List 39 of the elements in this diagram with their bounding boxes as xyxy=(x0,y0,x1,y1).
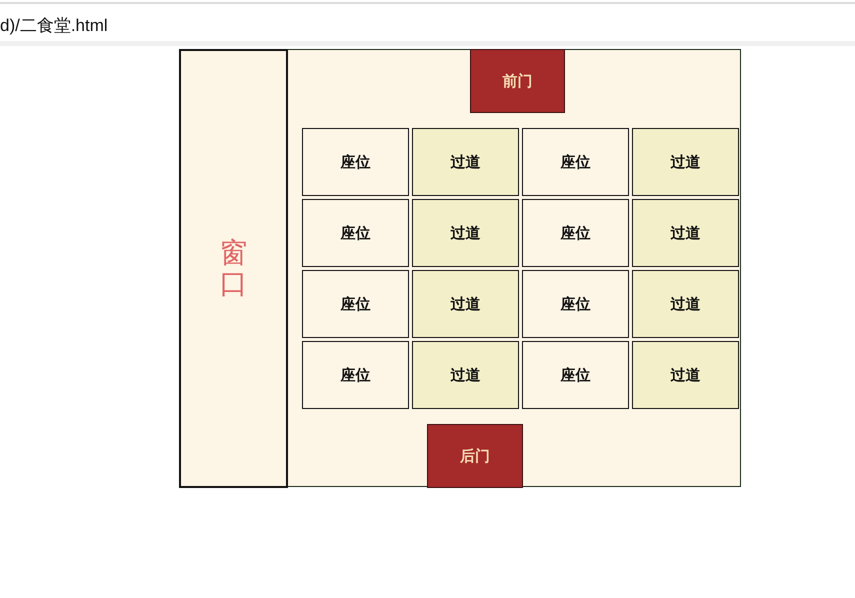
window-label: 窗口 xyxy=(220,238,248,300)
seat-label: 座位 xyxy=(560,154,590,170)
seat-label: 座位 xyxy=(340,224,370,242)
seat-cell xyxy=(522,199,629,267)
door-label: 前门 xyxy=(502,72,532,90)
service-window xyxy=(179,49,288,488)
aisle-label: 过道 xyxy=(450,224,480,242)
seat-cell xyxy=(302,128,409,196)
door-label: 后门 xyxy=(460,448,490,464)
aisle-label: 过道 xyxy=(450,366,480,384)
seat-label: 座位 xyxy=(560,366,590,384)
aisle-cell xyxy=(412,128,519,196)
address-text: d)/二食堂.html xyxy=(0,15,108,37)
seat-label: 座位 xyxy=(340,366,370,384)
aisle-label: 过道 xyxy=(670,366,700,384)
seat-cell xyxy=(302,270,409,338)
seat-cell xyxy=(302,341,409,409)
aisle-cell xyxy=(412,270,519,338)
seat-label: 座位 xyxy=(560,296,590,312)
seat-label: 座位 xyxy=(340,154,370,170)
aisle-cell xyxy=(632,199,739,267)
seat-label: 座位 xyxy=(560,224,590,242)
aisle-cell xyxy=(632,341,739,409)
aisle-cell xyxy=(632,270,739,338)
aisle-label: 过道 xyxy=(670,154,700,170)
seat-cell xyxy=(302,199,409,267)
aisle-label: 过道 xyxy=(670,224,700,242)
aisle-cell xyxy=(632,128,739,196)
seat-label: 座位 xyxy=(340,296,370,312)
seat-cell xyxy=(522,341,629,409)
aisle-label: 过道 xyxy=(450,154,480,170)
door-box xyxy=(470,49,565,113)
aisle-label: 过道 xyxy=(670,296,700,312)
aisle-cell xyxy=(412,199,519,267)
door-box xyxy=(427,424,523,488)
aisle-label: 过道 xyxy=(450,296,480,312)
seat-cell xyxy=(522,270,629,338)
aisle-cell xyxy=(412,341,519,409)
seat-cell xyxy=(522,128,629,196)
